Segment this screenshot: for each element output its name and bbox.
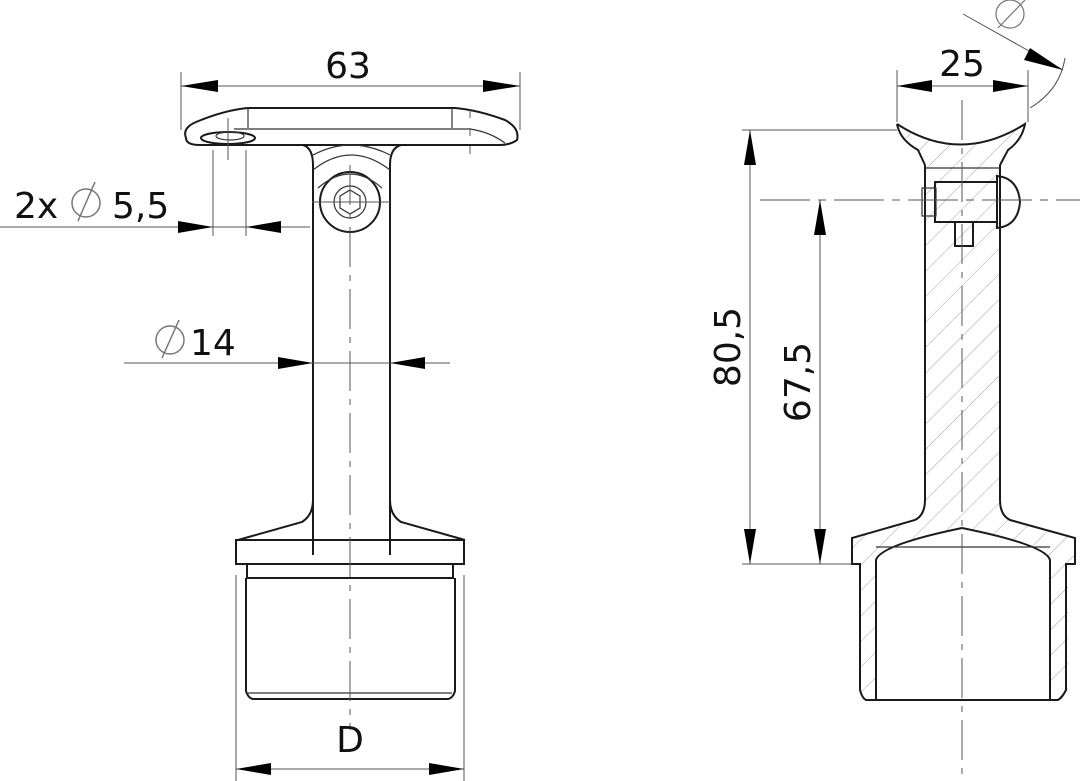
dimension-base-diameter: D <box>235 575 465 781</box>
diameter-icon <box>155 319 185 359</box>
dimension-height-67-5: 67,5 <box>778 200 826 564</box>
post-diameter-label: 14 <box>190 323 236 364</box>
saddle-width-label: 25 <box>939 44 985 85</box>
side-section-view <box>760 100 1080 781</box>
diameter-icon <box>995 0 1026 29</box>
diameter-icon <box>71 181 101 222</box>
dimension-height-80-5: 80,5 <box>708 129 897 565</box>
axis-height-label: 67,5 <box>778 342 819 422</box>
base-diameter-label: D <box>336 720 364 761</box>
dimension-width-63: 63 <box>180 46 521 130</box>
holes-diameter-label: 5,5 <box>112 186 169 227</box>
holes-count-label: 2x <box>14 186 58 227</box>
front-view <box>184 107 519 730</box>
dimension-post-diameter: 14 <box>124 319 450 369</box>
dimension-saddle-25: 25 <box>896 0 1066 122</box>
total-height-label: 80,5 <box>708 307 749 387</box>
dimension-holes: 2x 5,5 <box>0 150 310 236</box>
dimension-label-63: 63 <box>325 46 371 87</box>
